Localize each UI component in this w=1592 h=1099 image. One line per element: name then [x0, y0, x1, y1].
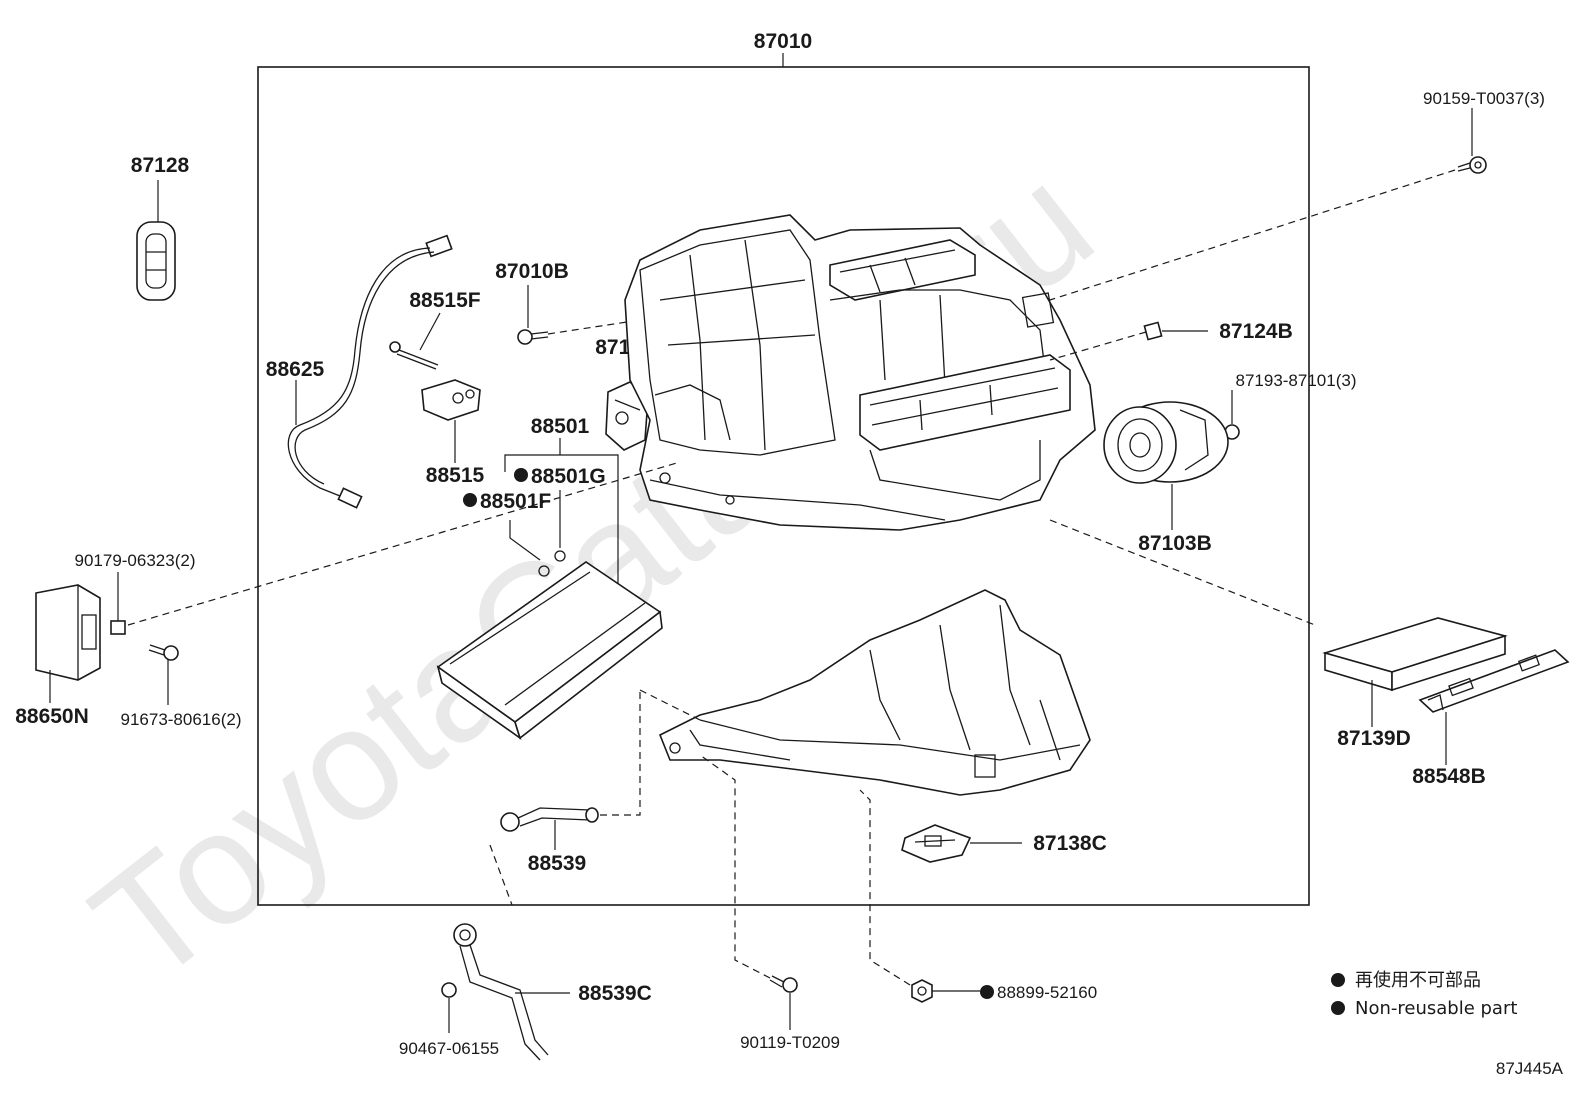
bolt-88515F[interactable] [389, 341, 439, 370]
part-label-87124B[interactable]: 87124B [1219, 320, 1293, 343]
screw-91673[interactable] [148, 644, 179, 661]
part-label-88515F[interactable]: 88515F [409, 289, 480, 312]
cover-88548B[interactable] [1418, 649, 1570, 713]
diagram-code: 87J445A [1496, 1059, 1564, 1078]
heater-core-bracket [504, 438, 619, 588]
part-label-87103B[interactable]: 87103B [1138, 532, 1212, 555]
legend: 再使用不可部品 Non-reusable part [1331, 970, 1517, 1019]
part-label-90467[interactable]: 90467-06155 [399, 1039, 499, 1058]
part-label-88539[interactable]: 88539 [528, 852, 586, 875]
heater-core-88501[interactable] [436, 561, 663, 741]
part-label-87138C[interactable]: 87138C [1033, 832, 1107, 855]
clip-87124B[interactable] [1143, 321, 1163, 341]
part-label-88501F[interactable]: 88501F [480, 490, 551, 513]
actuator-87106N[interactable] [605, 381, 649, 451]
part-label-88501[interactable]: 88501 [531, 415, 590, 438]
nut-88899[interactable] [911, 979, 933, 1003]
non-reusable-dot-88899 [980, 985, 994, 999]
screw-90119[interactable] [769, 975, 798, 993]
grommet-87128[interactable] [136, 221, 176, 301]
part-label-91673[interactable]: 91673-80616(2) [121, 710, 242, 729]
screw-90159[interactable] [1457, 156, 1487, 174]
part-label-88899[interactable]: 88899-52160 [997, 983, 1097, 1002]
o-rings[interactable] [538, 550, 566, 577]
part-label-90119[interactable]: 90119-T0209 [740, 1033, 840, 1052]
part-label-88548B[interactable]: 88548B [1412, 765, 1486, 788]
screw-87010B[interactable] [517, 329, 549, 345]
part-label-90179[interactable]: 90179-06323(2) [75, 551, 196, 570]
part-label-87128[interactable]: 87128 [131, 154, 190, 177]
non-reusable-dot-88501G [514, 468, 528, 482]
part-label-90159[interactable]: 90159-T0037(3) [1423, 89, 1545, 108]
part-label-88650N[interactable]: 88650N [15, 705, 89, 728]
legend-line-1: 再使用不可部品 [1355, 970, 1481, 991]
lower-case[interactable] [658, 589, 1091, 796]
legend-dot-2 [1331, 1001, 1345, 1015]
legend-line-2: Non-reusable part [1355, 998, 1517, 1019]
part-label-88501G[interactable]: 88501G [531, 465, 606, 488]
assembly-label[interactable]: 87010 [754, 30, 812, 53]
part-label-88515[interactable]: 88515 [426, 464, 485, 487]
hvac-housing[interactable] [624, 214, 1096, 531]
clip-90179[interactable] [110, 620, 126, 635]
nut-90467[interactable] [441, 982, 457, 998]
pipe-88539C[interactable] [453, 923, 549, 1061]
legend-dot-1 [1331, 973, 1345, 987]
module-88650N[interactable] [35, 584, 101, 681]
resistor-87138C[interactable] [901, 824, 972, 863]
non-reusable-dot-88501F [463, 493, 477, 507]
part-label-87193[interactable]: 87193-87101(3) [1236, 371, 1357, 390]
part-label-88539C[interactable]: 88539C [578, 982, 652, 1005]
part-label-88625[interactable]: 88625 [266, 358, 325, 381]
blower-motor-87103B[interactable] [1103, 401, 1229, 484]
pipe-88539[interactable] [500, 807, 599, 832]
block-88515[interactable] [421, 379, 481, 421]
filter-87139D[interactable] [1322, 617, 1508, 692]
sensor-wire-88625[interactable] [287, 234, 453, 509]
part-label-87139D[interactable]: 87139D [1337, 727, 1411, 750]
part-label-87010B[interactable]: 87010B [495, 260, 569, 283]
